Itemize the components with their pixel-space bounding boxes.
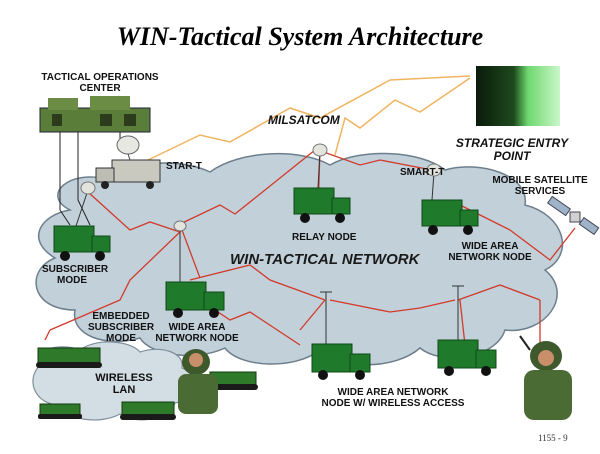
soldier-right xyxy=(519,335,572,420)
satcom-link-right xyxy=(334,77,471,156)
smart-t-label: SMART-T xyxy=(400,167,445,178)
strategic-entry-building xyxy=(476,66,560,126)
milsatcom-label: MILSATCOM xyxy=(268,113,340,127)
relay-node-label: RELAY NODE xyxy=(292,232,357,243)
vehicle-wan-node-left xyxy=(165,220,225,318)
toc-building xyxy=(39,96,151,133)
vehicle-relay-node xyxy=(293,143,351,223)
vehicle-wan-wireless-left xyxy=(311,291,371,380)
satcom-link-left xyxy=(147,75,471,161)
diagram-title: WIN-Tactical System Architecture xyxy=(116,22,484,51)
soldier-left xyxy=(178,349,218,414)
mobile-satellite-icon xyxy=(546,195,600,236)
star-t-label: STAR-T xyxy=(166,161,202,172)
star-t-truck xyxy=(95,135,161,189)
network-label: WIN-TACTICAL NETWORK xyxy=(230,251,420,268)
slide-number: 1155 - 9 xyxy=(538,433,568,443)
vehicle-wan-node-right xyxy=(421,163,479,235)
vehicle-subscriber-mode xyxy=(53,181,111,261)
vehicle-wan-wireless-right xyxy=(437,285,497,376)
tracked-vehicles xyxy=(36,347,258,420)
